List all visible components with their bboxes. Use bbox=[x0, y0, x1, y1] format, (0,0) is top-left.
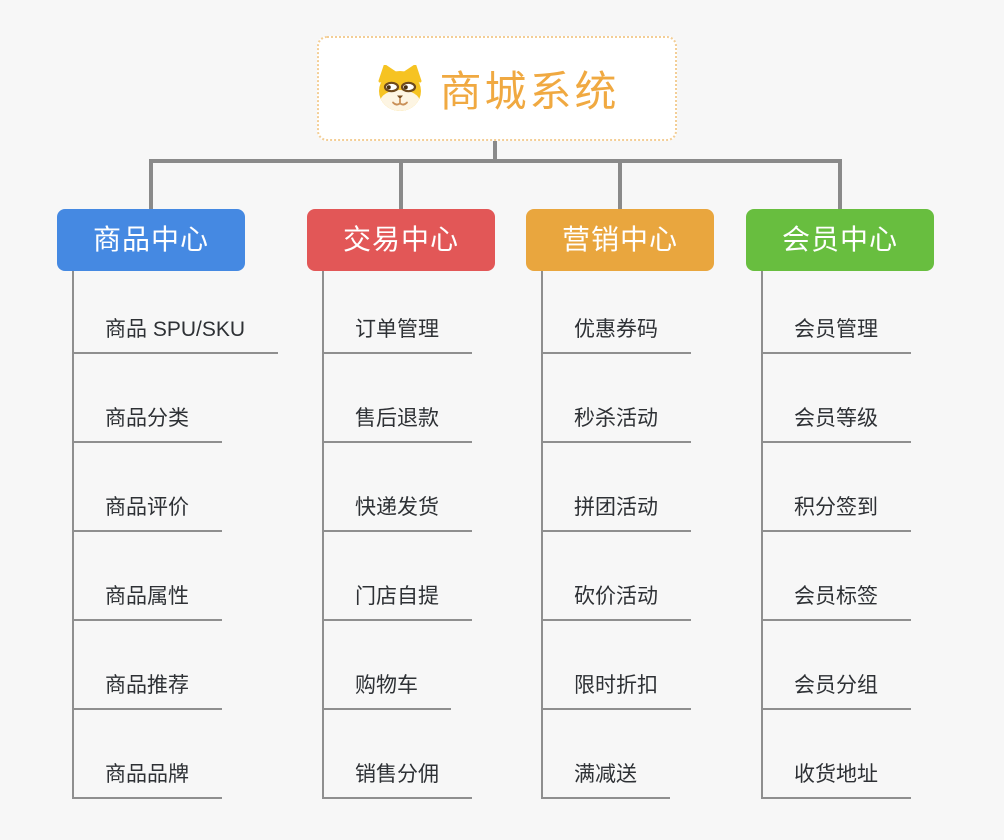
branch-trunk-marketing bbox=[541, 271, 543, 799]
root-node[interactable]: 商城系统 bbox=[317, 36, 677, 141]
subtopic-node[interactable]: 售后退款 bbox=[322, 403, 472, 443]
subtopic-node[interactable]: 商品推荐 bbox=[72, 670, 222, 710]
branch-node-trade-center[interactable]: 交易中心 bbox=[307, 209, 495, 271]
subtopic-node[interactable]: 会员标签 bbox=[761, 581, 911, 621]
branch-trunk-trade bbox=[322, 271, 324, 799]
subtopic-node[interactable]: 订单管理 bbox=[322, 314, 472, 354]
connector-horizontal-bar bbox=[149, 159, 842, 163]
connector-root-trunk bbox=[493, 141, 497, 163]
subtopic-node[interactable]: 积分签到 bbox=[761, 492, 911, 532]
subtopic-node[interactable]: 商品 SPU/SKU bbox=[72, 314, 279, 354]
subtopic-node[interactable]: 限时折扣 bbox=[541, 670, 691, 710]
branch-node-product-center[interactable]: 商品中心 bbox=[57, 209, 245, 271]
subtopic-node[interactable]: 门店自提 bbox=[322, 581, 472, 621]
branch-node-member-center[interactable]: 会员中心 bbox=[746, 209, 934, 271]
root-title: 商城系统 bbox=[439, 68, 620, 115]
subtopic-node[interactable]: 商品品牌 bbox=[72, 759, 222, 799]
branch-trunk-member bbox=[761, 271, 763, 799]
connector-drop-member bbox=[838, 159, 842, 209]
branch-node-marketing-center[interactable]: 营销中心 bbox=[526, 209, 714, 271]
subtopic-node[interactable]: 砍价活动 bbox=[541, 581, 691, 621]
subtopic-node[interactable]: 满减送 bbox=[541, 759, 670, 799]
subtopic-node[interactable]: 快递发货 bbox=[322, 492, 472, 532]
subtopic-node[interactable]: 优惠券码 bbox=[541, 314, 691, 354]
subtopic-node[interactable]: 商品评价 bbox=[72, 492, 222, 532]
branch-trunk-product bbox=[72, 271, 74, 799]
connector-drop-marketing bbox=[618, 159, 622, 209]
subtopic-node[interactable]: 拼团活动 bbox=[541, 492, 691, 532]
subtopic-node[interactable]: 收货地址 bbox=[761, 759, 911, 799]
subtopic-node[interactable]: 会员等级 bbox=[761, 403, 911, 443]
subtopic-node[interactable]: 会员分组 bbox=[761, 670, 911, 710]
subtopic-node[interactable]: 销售分佣 bbox=[322, 759, 472, 799]
subtopic-node[interactable]: 商品分类 bbox=[72, 403, 222, 443]
dog-face-icon bbox=[374, 64, 426, 113]
subtopic-node[interactable]: 商品属性 bbox=[72, 581, 222, 621]
connector-drop-trade bbox=[399, 159, 403, 209]
subtopic-node[interactable]: 会员管理 bbox=[761, 314, 911, 354]
connector-drop-product bbox=[149, 159, 153, 209]
subtopic-node[interactable]: 秒杀活动 bbox=[541, 403, 691, 443]
subtopic-node[interactable]: 购物车 bbox=[322, 670, 451, 710]
